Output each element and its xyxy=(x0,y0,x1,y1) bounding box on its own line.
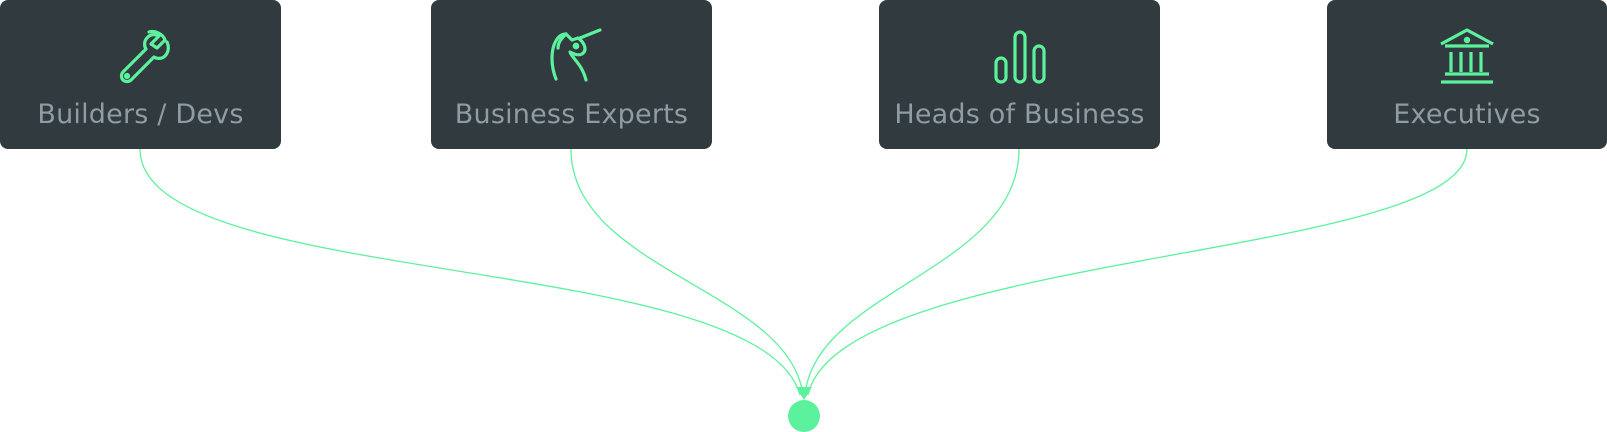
card-business-experts[interactable]: Business Experts xyxy=(431,0,712,149)
card-heads-of-business[interactable]: Heads of Business xyxy=(879,0,1160,149)
connector-heads xyxy=(804,148,1020,396)
card-builders-devs[interactable]: Builders / Devs xyxy=(0,0,281,149)
bar-chart-icon xyxy=(990,24,1050,88)
unicorn-icon xyxy=(542,24,602,88)
card-executives[interactable]: Executives xyxy=(1327,0,1607,149)
bank-icon xyxy=(1437,24,1497,88)
wrench-icon xyxy=(111,24,171,88)
connector-experts xyxy=(570,148,804,396)
card-label: Heads of Business xyxy=(894,99,1145,130)
card-label: Business Experts xyxy=(454,99,689,130)
connector-builders xyxy=(139,148,801,396)
target-dot xyxy=(788,400,820,432)
card-label: Executives xyxy=(1393,99,1541,130)
arrowhead-icon xyxy=(796,387,812,400)
card-label: Builders / Devs xyxy=(37,99,244,130)
connector-execs xyxy=(807,148,1468,396)
